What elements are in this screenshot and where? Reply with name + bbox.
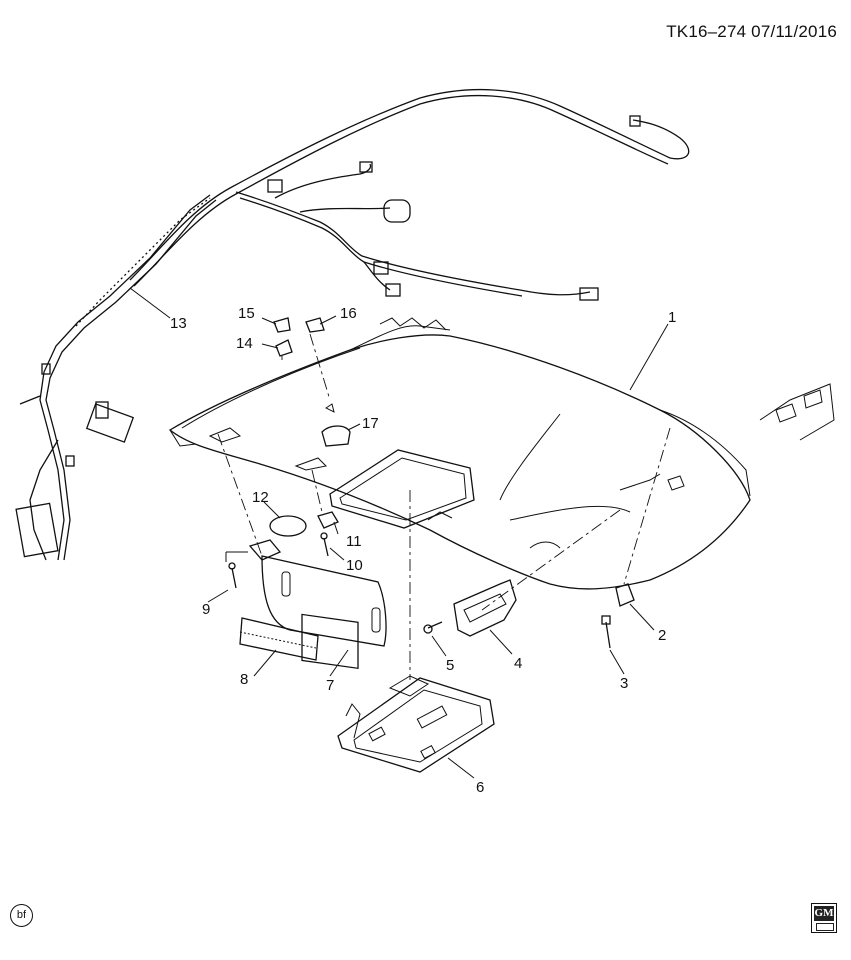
coat-hook-screw <box>605 621 611 649</box>
assist-handle <box>453 579 517 637</box>
headliner-panel <box>168 317 835 590</box>
callout-7: 7 <box>326 677 334 694</box>
callout-5: 5 <box>446 657 454 674</box>
leader-lines <box>129 287 669 779</box>
clip-14 <box>275 339 293 357</box>
gm-logo: GM <box>811 903 837 933</box>
sunvisor-clip <box>317 511 339 529</box>
gm-logo-bar <box>816 923 834 931</box>
callout-16: 16 <box>340 305 357 322</box>
callout-8: 8 <box>240 671 248 688</box>
illustrator-mark: bf <box>10 904 33 927</box>
callout-11: 11 <box>346 533 362 550</box>
callout-2: 2 <box>658 627 666 644</box>
clip-15 <box>273 317 291 333</box>
callout-9: 9 <box>202 601 210 618</box>
sunvisor <box>248 539 387 670</box>
sunvisor-pivot <box>248 539 282 561</box>
sunvisor-screw <box>231 567 237 589</box>
vanity-mirror <box>301 613 359 670</box>
callout-15: 15 <box>238 305 255 322</box>
overhead-console <box>337 675 495 773</box>
clip-17 <box>321 425 351 447</box>
console-opening <box>329 449 475 529</box>
callout-12: 12 <box>252 489 269 506</box>
harness-connector-mid <box>373 261 389 275</box>
harness-connector-bracket <box>15 502 59 558</box>
headliner-wiring-harness <box>15 88 690 561</box>
sunvisor-retainer <box>269 515 307 537</box>
harness-connector-right <box>579 287 599 301</box>
drawing-reference: TK16–274 07/11/2016 <box>666 22 837 41</box>
clip-16 <box>305 317 325 333</box>
callout-4: 4 <box>514 655 522 672</box>
assist-handle-bolt <box>427 621 443 629</box>
harness-connector-round <box>383 199 411 223</box>
callout-1: 1 <box>668 309 676 326</box>
coat-hook <box>615 583 635 607</box>
callout-3: 3 <box>620 675 628 692</box>
callout-14: 14 <box>236 335 253 352</box>
sunvisor-clip-screw <box>323 537 329 557</box>
sunvisor-label <box>239 617 319 661</box>
callout-10: 10 <box>346 557 363 574</box>
callout-13: 13 <box>170 315 187 332</box>
gm-logo-text: GM <box>814 906 834 921</box>
callout-17: 17 <box>362 415 379 432</box>
harness-connector-block <box>85 403 135 443</box>
callout-6: 6 <box>476 779 484 796</box>
